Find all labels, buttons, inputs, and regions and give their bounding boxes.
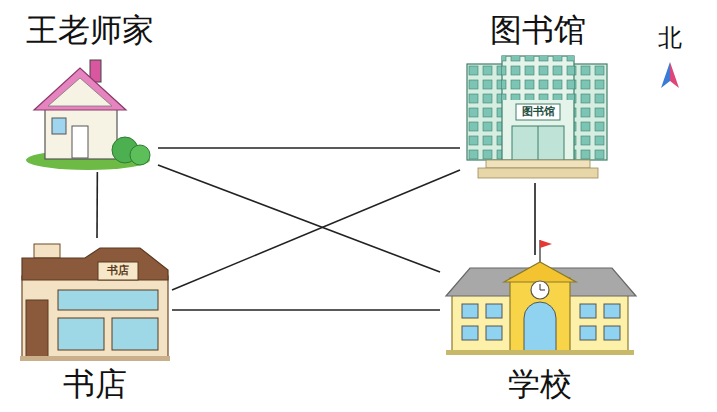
route-line	[158, 165, 440, 272]
clock	[531, 281, 549, 299]
house-wall	[45, 105, 117, 159]
place-node: 王老师家	[22, 12, 158, 172]
school-gable	[504, 262, 576, 282]
flag	[540, 240, 552, 248]
library-step	[478, 168, 598, 178]
school-window	[486, 326, 502, 340]
bookstore-window	[58, 318, 104, 350]
compass-label: 北	[658, 24, 682, 52]
school-window	[604, 326, 620, 340]
house-illustration	[26, 60, 150, 170]
library-step	[486, 160, 590, 168]
arrow-half	[661, 62, 670, 88]
library-tower	[502, 56, 574, 160]
house-gable	[48, 78, 112, 106]
arrow-half	[670, 62, 679, 88]
bookstore-base	[20, 356, 170, 361]
bookstore-roof	[22, 248, 168, 280]
bush	[130, 145, 150, 165]
place-name: 王老师家	[22, 12, 158, 48]
bookstore-illustration	[20, 244, 170, 361]
library-door	[512, 126, 564, 160]
house-door	[72, 126, 88, 158]
school-window	[486, 304, 502, 318]
house-roof	[34, 68, 126, 110]
house-window	[52, 118, 66, 134]
bookstore-chimney	[34, 244, 60, 258]
route-line	[172, 170, 460, 290]
school-center	[510, 278, 570, 352]
bookstore-window	[112, 318, 158, 350]
school-window	[604, 304, 620, 318]
route-line	[96, 172, 98, 238]
school-illustration	[446, 240, 636, 355]
bookstore-sign	[98, 262, 138, 280]
place-node: 书店书店	[18, 238, 172, 402]
place-name: 图书馆	[460, 12, 615, 48]
door-line	[538, 126, 539, 160]
place-node: 图书馆图书馆	[460, 12, 615, 183]
north-arrow	[661, 62, 679, 88]
school-window	[580, 326, 596, 340]
route-line	[158, 147, 460, 149]
clock-hands	[540, 284, 545, 290]
library-sign	[516, 104, 560, 120]
school-window	[462, 304, 478, 318]
sign-text: 图书馆	[516, 105, 560, 119]
place-name: 学校	[440, 366, 640, 402]
library-illustration	[467, 56, 607, 178]
library-windows	[502, 56, 574, 100]
route-line	[534, 183, 536, 255]
school-door	[524, 302, 556, 352]
bookstore-window	[58, 290, 158, 310]
sign-text: 书店	[98, 264, 138, 278]
place-node: 学校	[440, 255, 640, 402]
route-line	[172, 309, 440, 311]
bookstore-door	[26, 300, 48, 358]
school-window	[462, 326, 478, 340]
place-name: 书店	[18, 366, 172, 402]
bookstore-wall	[22, 276, 168, 358]
school-base	[446, 350, 634, 355]
school-window	[580, 304, 596, 318]
